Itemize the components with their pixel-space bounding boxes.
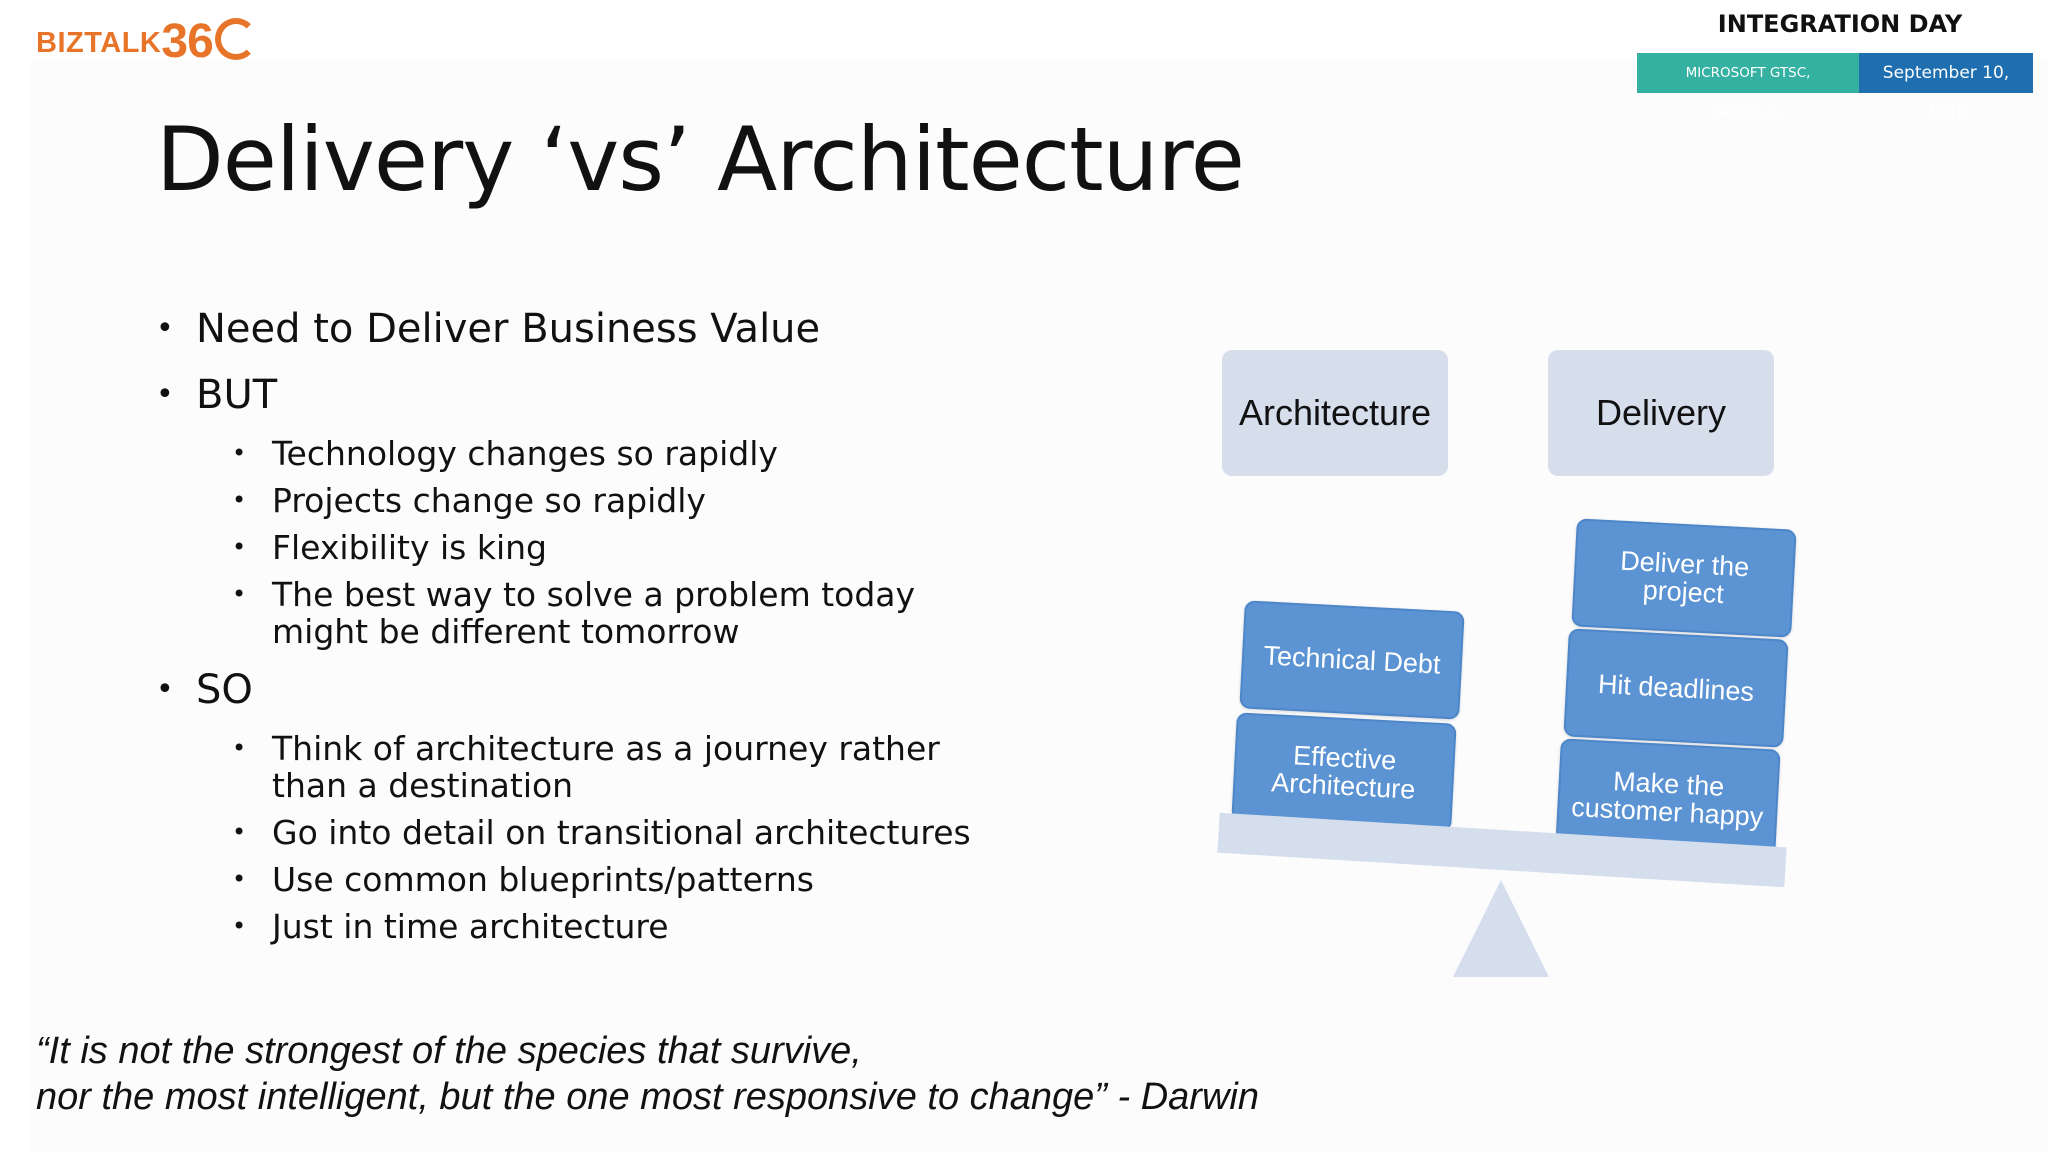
darwin-quote: “It is not the strongest of the species … <box>36 1028 1636 1120</box>
sub-bullet-text: Go into detail on transitional architect… <box>272 813 971 852</box>
sub-bullet-text: Technology changes so rapidly <box>272 434 778 473</box>
logo-ring-icon <box>214 18 257 60</box>
bullet-item: • Need to Deliver Business Value <box>150 305 1050 353</box>
slide-title: Delivery ‘vs’ Architecture <box>156 108 1245 211</box>
delivery-label: Delivery <box>1548 350 1774 476</box>
bullet-symbol: • <box>232 865 247 893</box>
biztalk360-logo: BIZTALK 36 <box>36 14 257 66</box>
balance-scale-diagram: Architecture Delivery Technical Debt Eff… <box>1200 340 1820 980</box>
sub-bullet-item: • The best way to solve a problem today … <box>150 576 1010 650</box>
bullet-symbol: • <box>232 439 247 467</box>
logo-number: 36 <box>161 15 213 68</box>
sub-bullet-text: The best way to solve a problem today mi… <box>272 575 916 651</box>
sub-bullet-item: • Flexibility is king <box>150 529 1010 566</box>
sub-bullet-item: • Use common blueprints/patterns <box>150 861 1010 898</box>
bullet-symbol: • <box>156 672 174 707</box>
sub-bullet-text: Just in time architecture <box>272 907 669 946</box>
sub-bullet-text: Think of architecture as a journey rathe… <box>272 729 940 805</box>
effective-architecture-block: Effective Architecture <box>1231 712 1457 832</box>
bullet-text: Need to Deliver Business Value <box>196 306 821 352</box>
bullet-symbol: • <box>232 533 247 561</box>
bullet-item: • BUT <box>150 371 1050 419</box>
bullet-symbol: • <box>232 912 247 940</box>
event-name: INTEGRATION DAY <box>1717 10 1963 38</box>
bullet-item: • SO <box>150 666 1050 714</box>
sub-bullet-item: • Projects change so rapidly <box>150 482 1010 519</box>
technical-debt-block: Technical Debt <box>1239 600 1465 720</box>
bullet-text: BUT <box>196 372 278 418</box>
deliver-project-block: Deliver the project <box>1571 518 1797 638</box>
bullet-symbol: • <box>232 734 247 762</box>
quote-line-1: “It is not the strongest of the species … <box>36 1030 862 1072</box>
sub-bullet-list: • Technology changes so rapidly • Projec… <box>150 435 1050 650</box>
scale-fulcrum <box>1453 880 1549 977</box>
sub-bullet-item: • Think of architecture as a journey rat… <box>150 730 1010 804</box>
architecture-label: Architecture <box>1222 350 1448 476</box>
bullet-symbol: • <box>232 818 247 846</box>
sub-bullet-text: Flexibility is king <box>272 528 547 567</box>
bullet-list: • Need to Deliver Business Value • BUT •… <box>150 305 1050 961</box>
bullet-symbol: • <box>156 311 174 346</box>
quote-line-2: nor the most intelligent, but the one mo… <box>36 1076 1259 1118</box>
sub-bullet-item: • Just in time architecture <box>150 908 1010 945</box>
event-date: September 10, 2016 <box>1859 53 2033 123</box>
sub-bullet-list: • Think of architecture as a journey rat… <box>150 730 1050 945</box>
sub-bullet-item: • Technology changes so rapidly <box>150 435 1010 472</box>
event-info-bar: MICROSOFT GTSC, Bengaluru September 10, … <box>1637 53 2033 123</box>
sub-bullet-text: Projects change so rapidly <box>272 481 706 520</box>
bullet-symbol: • <box>156 377 174 412</box>
bullet-text: SO <box>196 667 253 713</box>
bullet-symbol: • <box>232 486 247 514</box>
event-venue: MICROSOFT GTSC, Bengaluru <box>1637 53 1859 121</box>
hit-deadlines-block: Hit deadlines <box>1563 628 1789 748</box>
sub-bullet-item: • Go into detail on transitional archite… <box>150 814 1010 851</box>
logo-text: BIZTALK <box>36 27 162 59</box>
sub-bullet-text: Use common blueprints/patterns <box>272 860 814 899</box>
bullet-symbol: • <box>232 580 247 608</box>
